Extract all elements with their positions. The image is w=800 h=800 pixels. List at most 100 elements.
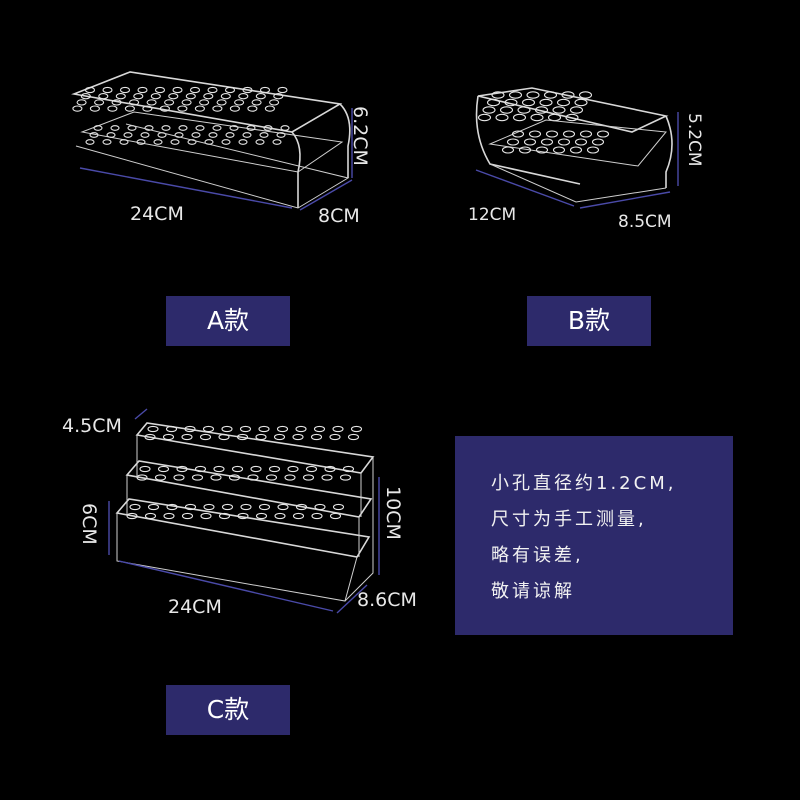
hole	[236, 433, 249, 441]
hole	[277, 503, 289, 511]
hole	[240, 503, 252, 511]
hole	[85, 139, 95, 145]
hole	[530, 113, 544, 122]
hole	[172, 86, 183, 94]
hole	[284, 474, 296, 481]
hole	[269, 99, 280, 106]
hole	[264, 105, 275, 112]
hole	[124, 105, 135, 112]
hole	[199, 99, 210, 106]
hole	[342, 465, 355, 473]
hole	[508, 91, 523, 99]
hole	[562, 130, 576, 138]
hole	[302, 474, 315, 481]
hole	[208, 132, 218, 138]
hole	[195, 125, 205, 131]
hole	[221, 139, 231, 145]
hole	[185, 93, 196, 100]
hole	[255, 139, 265, 145]
hole	[239, 425, 252, 433]
hole	[347, 433, 360, 441]
hole	[292, 512, 305, 520]
hole	[144, 125, 154, 131]
rack-side-bend	[291, 131, 301, 208]
hole	[512, 113, 527, 122]
hole	[292, 433, 304, 441]
hole	[521, 98, 536, 107]
hole	[265, 474, 278, 481]
dim-b-width: 12CM	[468, 205, 517, 225]
hole	[229, 105, 240, 112]
hole	[310, 433, 323, 441]
rack-base	[489, 163, 667, 203]
hole	[238, 93, 249, 100]
hole	[147, 425, 159, 433]
hole	[102, 86, 113, 94]
dimension-line	[118, 560, 334, 612]
hole	[258, 503, 271, 511]
hole	[556, 98, 571, 107]
hole	[140, 132, 150, 138]
rack-front-faces	[116, 435, 358, 602]
rack-base	[75, 123, 350, 209]
hole	[153, 139, 163, 145]
hole	[495, 113, 509, 122]
hole	[491, 91, 505, 99]
hole	[218, 512, 231, 520]
hole	[526, 91, 540, 99]
hole	[574, 98, 588, 107]
measurement-note: 小孔直径约1.2CM, 尺寸为手工测量, 略有误差, 敬请谅解	[455, 436, 733, 635]
hole	[569, 106, 584, 114]
hole	[255, 93, 266, 100]
hole	[242, 132, 252, 138]
hole	[258, 425, 270, 433]
hole	[213, 465, 225, 473]
hole	[126, 512, 138, 520]
hole	[477, 113, 492, 122]
hole	[504, 98, 518, 107]
hole	[178, 125, 188, 131]
rack-low-step	[115, 498, 371, 558]
hole	[350, 425, 363, 433]
hole	[251, 99, 262, 106]
hole	[295, 503, 308, 511]
hole	[119, 86, 131, 94]
dim-c-top-step: 4.5CM	[62, 415, 122, 437]
hole	[579, 130, 593, 138]
hole	[107, 105, 118, 112]
hole	[511, 130, 525, 138]
hole	[203, 503, 215, 511]
hole	[280, 125, 290, 131]
dim-c-height: 10CM	[382, 486, 404, 540]
note-line: 小孔直径约1.2CM,	[491, 473, 677, 494]
hole	[313, 425, 326, 433]
variant-c-label: C款	[166, 685, 290, 735]
hole	[305, 465, 318, 473]
hole	[591, 138, 605, 146]
dimension-line	[336, 584, 368, 614]
hole	[506, 138, 520, 146]
hole	[177, 105, 188, 112]
hole	[221, 425, 233, 433]
hole	[561, 91, 575, 99]
hole	[499, 106, 514, 114]
hole	[137, 86, 148, 94]
hole	[237, 512, 249, 520]
hole	[203, 93, 214, 100]
hole	[277, 86, 288, 94]
hole	[332, 503, 345, 511]
hole	[89, 105, 100, 112]
hole	[276, 132, 286, 138]
hole	[98, 93, 109, 100]
hole	[110, 125, 120, 131]
hole	[586, 146, 600, 154]
hole	[136, 474, 148, 481]
hole	[191, 474, 204, 481]
hole	[139, 465, 151, 473]
hole	[200, 512, 212, 520]
hole	[106, 132, 116, 138]
rack-side-bend	[665, 115, 673, 188]
dimension-line	[79, 167, 293, 209]
test-tube-rack-b	[475, 87, 679, 209]
hole	[543, 91, 558, 99]
